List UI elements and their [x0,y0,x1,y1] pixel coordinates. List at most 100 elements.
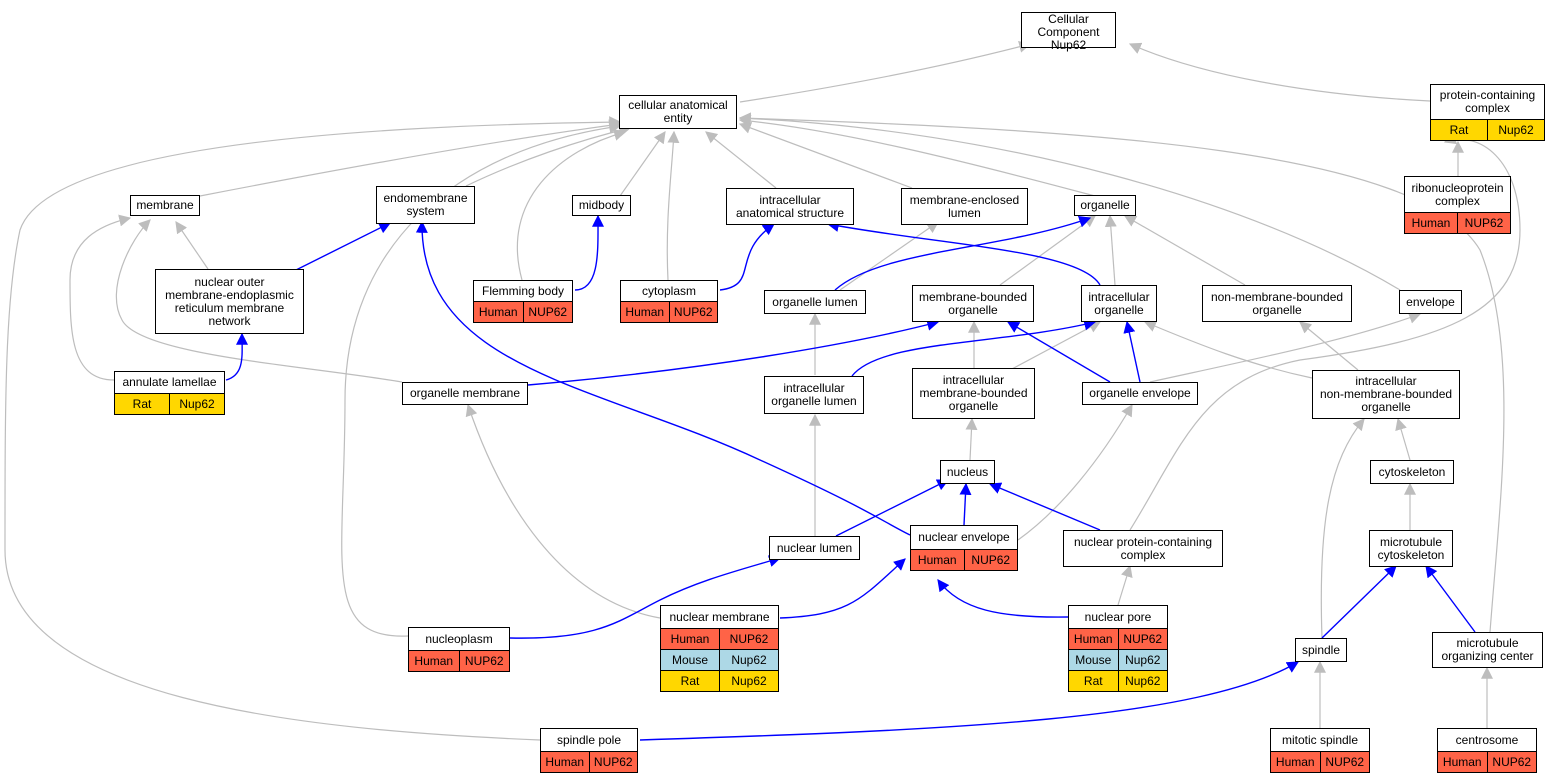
node-label: midbody [578,198,625,212]
node-nlumen[interactable]: nuclear lumen [769,536,860,560]
node-endo[interactable]: endomembrane system [376,186,475,224]
node-label: organelle envelope [1089,386,1191,400]
node-label: membrane-bounded organelle [918,289,1028,317]
node-cae[interactable]: cellular anatomical entity [619,95,737,129]
edge-pcc-root [1128,42,1431,102]
node-mel[interactable]: membrane-enclosed lumen [901,188,1028,225]
node-mtcs[interactable]: microtubule cytoskeleton [1369,530,1453,567]
edge-npcc-pcc [1129,132,1521,531]
edge-mbo-organelle [999,215,1096,286]
edge-mel-cae [738,122,913,189]
species-cell: Rat [1083,674,1103,688]
node-label: protein-containing complex [1439,88,1536,115]
node-membrane[interactable]: membrane [130,195,200,216]
edge-npcc-nucleus [988,482,1101,531]
edge-midbody-cae [619,131,666,197]
edge-iol-io [851,318,1097,377]
node-envelope[interactable]: envelope [1399,290,1462,314]
node-label: mitotic spindle [1281,732,1359,747]
node-organelle[interactable]: organelle [1074,195,1136,216]
node-ias[interactable]: intracellular anatomical structure [726,188,854,225]
node-nmbo[interactable]: non-membrane-bounded organelle [1202,285,1352,322]
edge-nenv-orgenv [1017,403,1133,541]
edge-orgenv-io [1123,320,1141,383]
edge-organelle-cae [738,115,1096,197]
node-label: cytoskeleton [1378,464,1446,479]
node-cytoskeleton[interactable]: cytoskeleton [1370,460,1454,484]
gene-cell: NUP62 [719,629,778,649]
edge-spole-spindle [639,661,1300,741]
gene-cell: Nup62 [1117,650,1168,670]
species-cell: Rat [680,674,700,688]
node-label: intracellular membrane-bounded organelle [919,373,1028,413]
edge-cytoplasm-ias [719,223,775,291]
node-label: intracellular non-membrane-bounded organ… [1319,374,1453,414]
gene-cell: NUP62 [1117,629,1168,649]
node-mtoc[interactable]: microtubule organizing center [1432,632,1543,668]
node-root[interactable]: Cellular Component Nup62 [1021,12,1116,52]
edge-orgmem-membrane [115,219,403,383]
node-imbo[interactable]: intracellular membrane-bounded organelle [912,368,1035,419]
species-cell: Mouse [671,653,709,667]
node-label: organelle [1080,198,1130,212]
edge-spindle-inmbo [1320,418,1365,639]
edge-nomer-membrane [175,221,209,270]
edge-nucleoplasm-nlumen [509,555,782,639]
edge-cae-root [739,40,1032,103]
node-io[interactable]: intracellular organelle [1081,285,1157,322]
node-orgmem[interactable]: organelle membrane [402,382,528,405]
node-orgenv[interactable]: organelle envelope [1082,382,1198,405]
node-label: nucleoplasm [425,631,493,646]
edge-ias-cae [705,131,777,189]
species-cell: Human [414,654,454,668]
node-label: Flemming body [481,283,565,298]
gene-cell: NUP62 [1319,752,1370,772]
edge-io-organelle [1104,214,1117,286]
edge-orgmem-mbo [527,318,940,386]
node-spindle[interactable]: spindle [1295,638,1347,662]
node-orglumen[interactable]: organelle lumen [764,290,866,314]
is-a-edges [4,40,1521,741]
node-label: microtubule organizing center [1441,636,1534,663]
node-label: ribonucleoprotein complex [1411,180,1504,208]
edge-spindle-mtcs [1321,565,1397,639]
node-label: non-membrane-bounded organelle [1210,289,1344,317]
species-cell: Human [1073,632,1113,646]
node-label: spindle pole [556,732,622,747]
edge-orgenv-mbo [1006,321,1111,383]
node-npcc[interactable]: nuclear protein-containing complex [1063,530,1223,567]
edge-io-ias [826,220,1101,286]
edge-nmbo-organelle [1123,215,1246,286]
node-nucleus[interactable]: nucleus [940,460,995,484]
edge-nmem-orgmem [465,403,661,619]
node-label: membrane [136,198,194,212]
gene-cell: NUP62 [588,752,638,772]
gene-cell: NUP62 [458,651,510,671]
species-cell: Human [1411,216,1451,230]
node-nomer[interactable]: nuclear outer membrane-endoplasmic retic… [155,269,304,334]
edge-inmbo-nmbo [1299,321,1359,371]
node-midbody[interactable]: midbody [572,195,631,216]
node-mbo[interactable]: membrane-bounded organelle [912,285,1034,322]
node-label: nuclear pore [1084,609,1152,624]
node-inmbo[interactable]: intracellular non-membrane-bounded organ… [1312,370,1460,419]
node-iol[interactable]: intracellular organelle lumen [764,376,864,414]
